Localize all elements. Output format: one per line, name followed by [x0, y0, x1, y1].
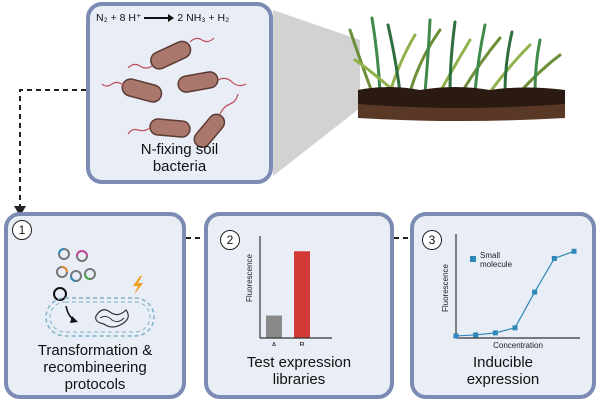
- step-2-number: 2: [220, 230, 240, 250]
- step-3-number: 3: [422, 230, 442, 250]
- step-1-caption-line-3: protocols: [64, 376, 126, 393]
- zoom-cone: [273, 10, 360, 176]
- equation-left: N₂ + 8 H⁺: [96, 12, 142, 24]
- bacteria-caption-line-2: bacteria: [152, 158, 207, 175]
- step-3-panel: 3 Fluorescence Small molecule Concentrat…: [410, 212, 596, 399]
- bar-label-B: B: [299, 341, 304, 346]
- legend-marker: [470, 256, 476, 262]
- bar-B: [294, 251, 310, 338]
- lightning-icon: [133, 276, 143, 295]
- step-2-caption: Test expression libraries: [208, 354, 390, 388]
- step-1-caption-line-2: recombineering: [43, 359, 147, 376]
- step-1-panel: 1 Transformation & recombineering protoc…: [4, 212, 186, 399]
- connector-top-to-1: [19, 89, 86, 212]
- bacteria-illustration: [101, 37, 247, 148]
- legend-line-2: molecule: [480, 260, 513, 269]
- bar-chart: Fluorescence A B: [245, 236, 332, 346]
- bacteria-panel: N₂ + 8 H⁺ 2 NH₃ + H₂ N-fixing soil bacte…: [86, 2, 273, 184]
- step-1-caption: Transformation & recombineering protocol…: [8, 342, 182, 393]
- connector-arrowhead: [14, 206, 26, 216]
- bacteria-caption: N-fixing soil bacteria: [90, 141, 269, 175]
- line-point: [551, 255, 557, 261]
- plasmid-illustration: [45, 248, 155, 337]
- step-3-caption-line-2: expression: [466, 371, 540, 388]
- line-point: [473, 332, 479, 338]
- equation-right: 2 NH₃ + H₂: [177, 12, 230, 24]
- bacteria-caption-line-1: N-fixing soil: [140, 141, 219, 158]
- bar-A: [266, 315, 282, 338]
- line-chart-ylabel: Fluorescence: [441, 263, 450, 312]
- line-chart: Fluorescence Small molecule Concentratio…: [441, 234, 580, 350]
- step-3-caption-line-1: Inducible: [472, 354, 534, 371]
- line-point: [453, 333, 459, 339]
- equation: N₂ + 8 H⁺ 2 NH₃ + H₂: [96, 12, 266, 24]
- line-chart-xlabel: Concentration: [493, 341, 543, 350]
- line-chart-series: [455, 250, 575, 337]
- legend-line-1: Small: [480, 251, 500, 260]
- line-point: [532, 289, 538, 295]
- step-3-caption: Inducible expression: [414, 354, 592, 388]
- line-point: [571, 248, 577, 254]
- line-point: [512, 325, 518, 331]
- bar-label-A: A: [271, 341, 277, 346]
- step-2-caption-line-1: Test expression: [246, 354, 352, 371]
- step-1-number: 1: [12, 220, 32, 240]
- step-2-caption-line-2: libraries: [272, 371, 326, 388]
- step-2-panel: 2 Fluorescence A B Test expression librar…: [204, 212, 394, 399]
- line-point: [492, 330, 498, 336]
- bar-chart-ylabel: Fluorescence: [245, 253, 254, 302]
- soil-illustration: [348, 16, 565, 121]
- reaction-arrow-icon: [144, 14, 175, 23]
- step-1-caption-line-1: Transformation &: [37, 342, 153, 359]
